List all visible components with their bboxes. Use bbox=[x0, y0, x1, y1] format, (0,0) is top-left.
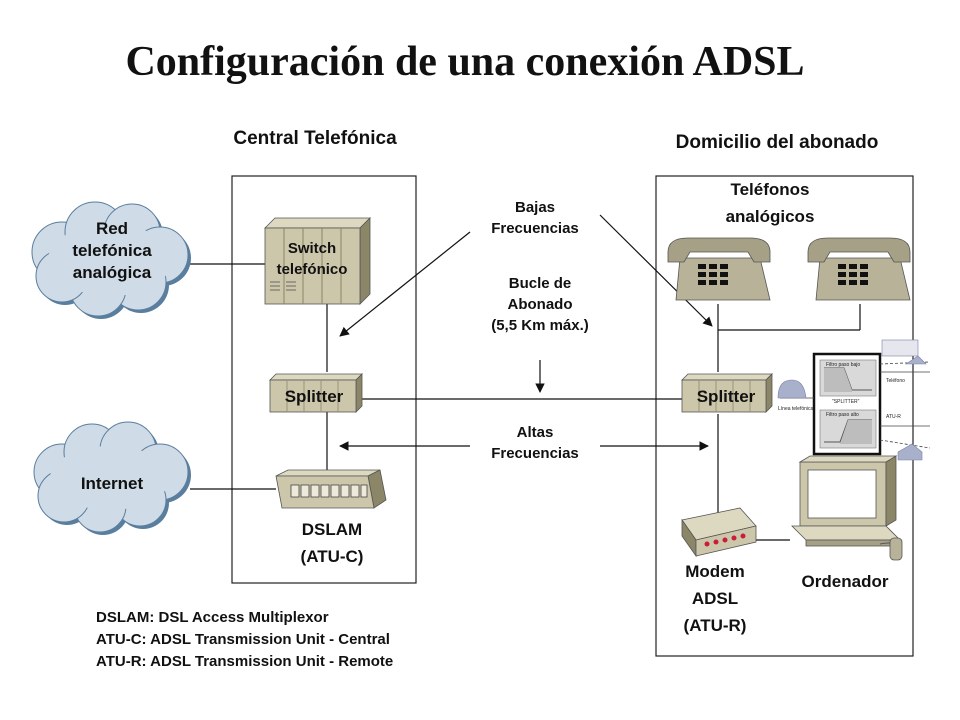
legend-atu-c: ATU-C: ADSL Transmission Unit - Central bbox=[96, 631, 390, 648]
central-header: Central Telefónica bbox=[233, 128, 397, 149]
cloud-internet-label: Internet bbox=[80, 474, 144, 493]
domicilio-header: Domicilio del abonado bbox=[675, 132, 879, 153]
inset-splitter-label: "SPLITTER" bbox=[832, 399, 860, 405]
bajas-frecuencias-label: Bajas Frecuencias bbox=[491, 199, 579, 237]
computer-icon bbox=[791, 455, 903, 561]
arrow-bajas-left bbox=[339, 231, 471, 337]
splitter-central-label: Splitter bbox=[284, 387, 344, 406]
inset-paso-bajo-label: Filtro paso bajo bbox=[826, 362, 860, 368]
splitter-detail-inset: Filtro paso bajo "SPLITTER" Filtro paso … bbox=[777, 339, 931, 461]
switch-icon bbox=[264, 217, 371, 305]
inset-atur-label: ATU-R bbox=[886, 414, 901, 420]
legend: DSLAM: DSL Access Multiplexor ATU-C: ADS… bbox=[96, 607, 393, 673]
altas-frecuencias-label: Altas Frecuencias bbox=[491, 424, 579, 462]
ordenador-label: Ordenador bbox=[801, 572, 889, 591]
inset-telefono-label: Teléfono bbox=[886, 378, 905, 384]
cloud-internet-icon bbox=[33, 421, 191, 535]
inset-paso-alto-label: Filtro paso alto bbox=[826, 412, 859, 418]
modem-label: Modem ADSL (ATU-R) bbox=[683, 562, 747, 635]
arrow-bajas-right bbox=[599, 214, 713, 327]
splitter-abonado-label: Splitter bbox=[696, 387, 756, 406]
phone-1-icon bbox=[667, 237, 771, 301]
page-title: Configuración de una conexión ADSL bbox=[125, 39, 805, 85]
splitter-central-icon bbox=[269, 373, 363, 413]
cloud-red-label: Red telefónica analógica bbox=[72, 219, 152, 282]
central-box bbox=[231, 175, 417, 584]
telefonos-label: Teléfonos analógicos bbox=[725, 180, 815, 226]
modem-icon bbox=[681, 507, 757, 558]
arrows bbox=[339, 214, 713, 451]
connection-lines bbox=[188, 263, 861, 541]
dslam-icon bbox=[275, 469, 387, 509]
cloud-red-icon bbox=[31, 201, 191, 319]
bucle-abonado-label: Bucle de Abonado (5,5 Km máx.) bbox=[491, 275, 589, 334]
switch-label: Switch telefónico bbox=[276, 240, 348, 278]
phone-2-icon bbox=[807, 237, 911, 301]
inset-linea-label: Línea telefónica bbox=[778, 406, 814, 412]
domicilio-box bbox=[655, 175, 914, 657]
splitter-abonado-icon bbox=[681, 373, 773, 413]
dslam-label: DSLAM (ATU-C) bbox=[300, 520, 364, 566]
legend-atu-r: ATU-R: ADSL Transmission Unit - Remote bbox=[96, 653, 394, 670]
legend-dslam: DSLAM: DSL Access Multiplexor bbox=[96, 609, 329, 626]
